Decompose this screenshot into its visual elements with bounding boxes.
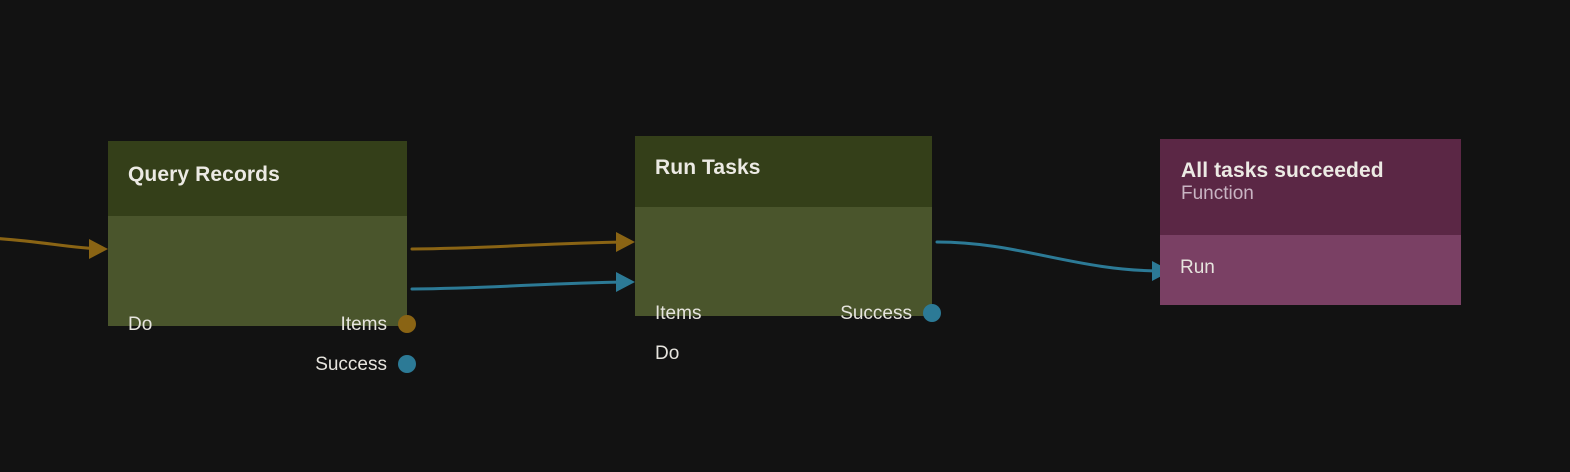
node-title: Query Records [128, 163, 280, 186]
node-header[interactable]: Run Tasks [635, 136, 932, 207]
port-label-do: Do [128, 313, 153, 335]
node-title: All tasks succeeded [1181, 159, 1384, 182]
port-label-items: Items [340, 313, 387, 335]
port-row-input-items[interactable]: Items [635, 301, 932, 325]
edge-arrowhead [616, 272, 635, 292]
port-dot-success-output[interactable] [923, 304, 941, 322]
node-title: Run Tasks [655, 156, 761, 179]
port-dot-success-output[interactable] [398, 355, 416, 373]
edge-arrowhead [616, 232, 635, 252]
edge-data [410, 240, 630, 251]
port-row-output-success[interactable]: Success [635, 301, 932, 325]
edge-exec [935, 240, 1165, 273]
port-label-do: Do [655, 342, 680, 364]
port-label-success: Success [840, 302, 912, 324]
port-row-output-items[interactable]: Items [108, 312, 407, 336]
node-body: Items Do Success [635, 207, 932, 363]
node-header[interactable]: Query Records [108, 141, 407, 216]
port-row-input-do[interactable]: Do [108, 312, 407, 336]
port-label-items: Items [655, 302, 702, 324]
node-subtitle: Function [1181, 182, 1254, 204]
node-body: Run [1160, 235, 1461, 305]
port-row-input-do[interactable]: Do [635, 341, 932, 365]
node-header[interactable]: All tasks succeeded Function [1160, 139, 1461, 235]
node-query-records[interactable]: Query Records Do Items Success [108, 141, 416, 374]
node-all-tasks-succeeded[interactable]: All tasks succeeded Function Run [1160, 139, 1461, 305]
port-label-success: Success [315, 353, 387, 375]
node-run-tasks[interactable]: Run Tasks Items Do Success [635, 136, 941, 363]
port-dot-items-output[interactable] [398, 315, 416, 333]
port-label-run: Run [1180, 256, 1215, 278]
edge-data [0, 237, 104, 251]
port-row-input-run[interactable]: Run [1160, 255, 1461, 279]
node-body: Do Items Success [108, 216, 407, 374]
edge-exec [410, 280, 630, 291]
port-row-output-success[interactable]: Success [108, 352, 407, 376]
edge-arrowhead [89, 239, 108, 259]
